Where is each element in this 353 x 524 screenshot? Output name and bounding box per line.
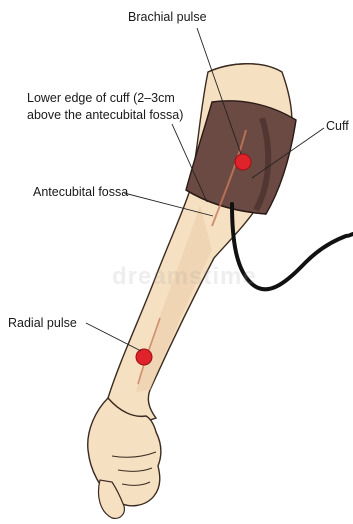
cuff-edge-label: Lower edge of cuff (2–3cm above the ante… — [27, 90, 183, 124]
radial-pulse-marker — [136, 349, 152, 365]
antecubital-fossa-label: Antecubital fossa — [33, 184, 128, 201]
cuff-edge-label-line1: Lower edge of cuff (2–3cm — [27, 90, 183, 107]
brachial-pulse-marker — [235, 154, 251, 170]
cuff-edge-label-line2: above the antecubital fossa) — [27, 107, 183, 124]
brachial-pulse-label: Brachial pulse — [128, 9, 207, 26]
cuff-tube-tail — [346, 234, 353, 236]
watermark-text: dreamstime — [112, 263, 257, 291]
radial-pulse-label: Radial pulse — [8, 315, 77, 332]
cuff-label: Cuff — [326, 118, 349, 135]
